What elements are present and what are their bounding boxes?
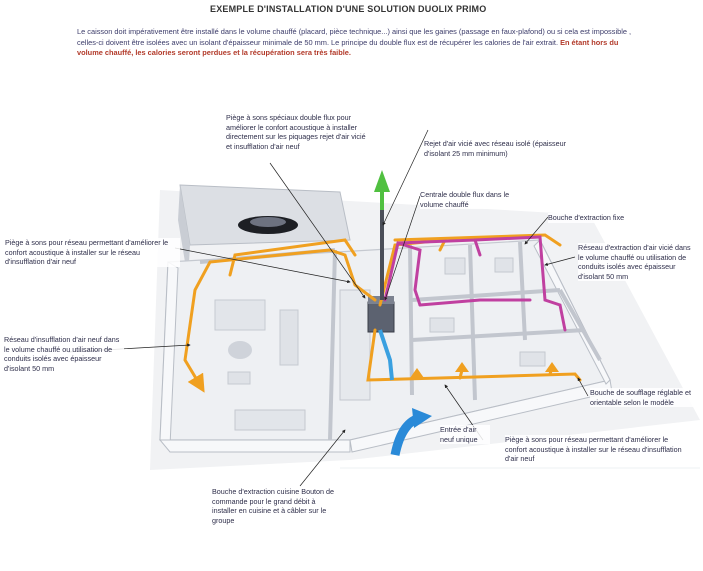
kitchen-unit [339,289,371,401]
label-reseau-extraction: Réseau d'extraction d'air vicié dans le … [578,243,698,281]
label-bouche-cuisine: Bouche d'extraction cuisine Bouton de co… [212,487,342,525]
bathroom-fixtures [429,257,546,367]
label-piege-insufflation-top: Piège à sons pour réseau permettant d'am… [5,238,180,267]
label-entree-air: Entrée d'air neuf unique [440,425,490,444]
page-title: EXEMPLE D'INSTALLATION D'UNE SOLUTION DU… [210,4,487,14]
extraction-network [383,235,567,332]
insufflation-up-arrows [410,362,559,378]
label-bouche-extraction-fixe: Bouche d'extraction fixe [548,213,658,223]
living-room-furniture [214,299,299,385]
intro-text: Le caisson doit impérativement être inst… [77,27,632,47]
leader-lines [67,129,589,487]
intro-warning: En étant hors du volume chauffé, les cal… [77,37,619,58]
label-bouche-soufflage: Bouche de soufflage réglable et orientab… [590,388,700,407]
garage [178,184,351,280]
exhaust-arrow-icon [374,170,390,192]
exhaust-stack [374,170,390,300]
label-reseau-insufflation: Réseau d'insufflation d'air neuf dans le… [4,335,124,373]
intro-paragraph: Le caisson doit impérativement être inst… [77,27,637,59]
label-rejet-air: Rejet d'air vicié avec réseau isolé (épa… [424,139,574,158]
label-piege-double-flux: Piège à sons spéciaux double flux pour a… [226,113,366,151]
label-centrale: Centrale double flux dans le volume chau… [420,190,520,209]
fresh-air-intake [378,329,432,456]
label-piege-insufflation-bottom: Piège à sons pour réseau permettant d'am… [505,435,685,464]
insufflation-network [183,233,582,393]
dining-table [234,409,306,431]
